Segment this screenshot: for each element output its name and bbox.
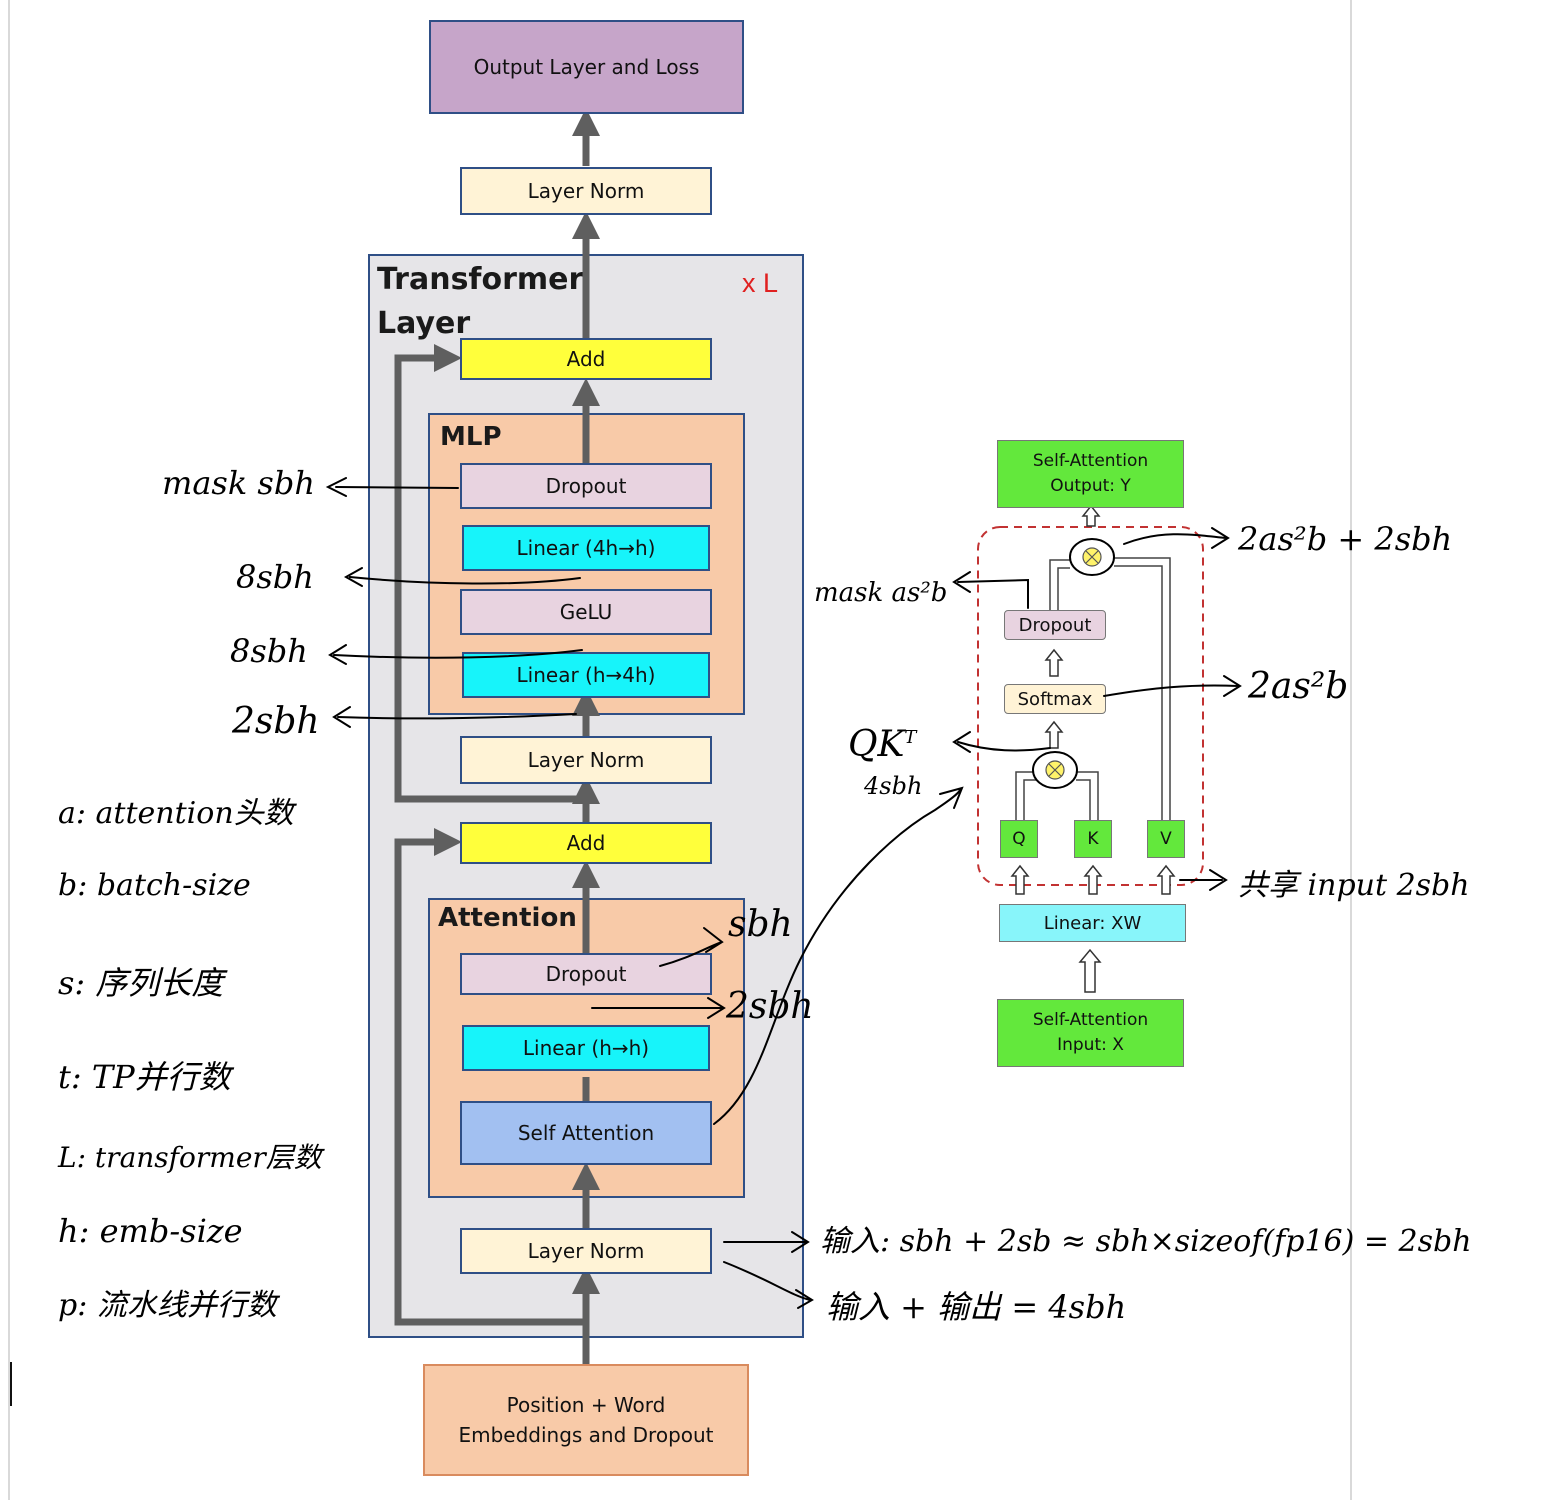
transformer-layer-title: Transformer Layer <box>377 262 584 341</box>
layer-norm-top: Layer Norm <box>460 167 712 215</box>
hollow-arrow-linear-xw <box>1078 948 1102 993</box>
stroke-shared <box>1179 869 1228 891</box>
legend-t: t: TP并行数 <box>58 1058 231 1096</box>
stroke-attn-2sbh <box>591 997 726 1019</box>
residual-top <box>394 344 586 803</box>
stroke-mask-sbh <box>325 477 459 497</box>
stroke-mask-as2b <box>952 571 1029 609</box>
note-input-eq: 输入: sbh + 2sb ≈ sbh×sizeof(fp16) = 2sbh <box>820 1224 1472 1259</box>
stroke-out-eq <box>1123 527 1230 549</box>
note-mask-sbh: mask sbh <box>162 464 315 502</box>
stroke-8sbh-b <box>328 644 583 665</box>
side-v-box: V <box>1147 820 1185 858</box>
hollow-arrow-softmax <box>1044 720 1064 749</box>
note-attn-sbh: sbh <box>728 904 793 945</box>
side-k-box: K <box>1074 820 1112 858</box>
stroke-attn-sbh <box>659 927 724 967</box>
output-layer-box: Output Layer and Loss <box>429 20 744 114</box>
pipe-q <box>1015 771 1036 820</box>
attention-title: Attention <box>438 903 577 933</box>
linear-h-to-h: Linear (h→h) <box>462 1025 710 1071</box>
note-mask-as2b: mask as²b <box>814 578 948 608</box>
residual-bottom <box>394 828 586 1326</box>
gelu-box: GeLU <box>460 589 712 635</box>
note-shared-input: 共享 input 2sbh <box>1238 868 1470 903</box>
side-softmax-box: Softmax <box>1004 684 1106 714</box>
stroke-selfattn-qkt <box>713 786 964 1125</box>
stroke-input <box>723 1231 810 1253</box>
legend-h: h: emb-size <box>58 1212 243 1250</box>
pipe-dropout <box>1049 559 1070 610</box>
side-output-box: Self-Attention Output: Y <box>997 440 1184 508</box>
note-out-eq: 2as²b + 2sbh <box>1238 520 1453 558</box>
note-qkt: QKT <box>848 724 917 765</box>
note-io-eq: 输入 + 输出 = 4sbh <box>826 1288 1127 1326</box>
self-attention-box: Self Attention <box>460 1101 712 1165</box>
side-q-box: Q <box>1000 820 1038 858</box>
mlp-dropout: Dropout <box>460 463 712 509</box>
note-attn-2sbh: 2sbh <box>726 986 814 1027</box>
linear-h-to-4h: Linear (h→4h) <box>462 652 710 698</box>
add-top: Add <box>460 338 712 380</box>
hollow-arrow-q <box>1010 864 1030 895</box>
hollow-arrow-output <box>1081 504 1101 527</box>
legend-p: p: 流水线并行数 <box>58 1288 277 1323</box>
layer-norm-mid: Layer Norm <box>460 736 712 784</box>
text-cursor <box>10 1362 12 1406</box>
mlp-title: MLP <box>440 422 502 452</box>
hollow-arrow-v <box>1156 864 1176 895</box>
layer-norm-bottom: Layer Norm <box>460 1228 712 1274</box>
page-left-border <box>8 0 10 1500</box>
note-2sbh: 2sbh <box>232 701 320 742</box>
stroke-8sbh-a <box>343 567 581 587</box>
shared-region-dashed <box>977 526 1204 886</box>
side-linear-box: Linear: XW <box>999 904 1186 942</box>
legend-s: s: 序列长度 <box>58 964 224 1002</box>
add-bottom: Add <box>460 822 712 864</box>
pipe-k <box>1076 771 1099 820</box>
embeddings-box: Position + Word Embeddings and Dropout <box>423 1364 749 1476</box>
stroke-2sbh <box>332 706 577 728</box>
legend-L: L: transformer层数 <box>58 1141 322 1174</box>
side-dropout-box: Dropout <box>1004 610 1106 640</box>
note-softmax-eq: 2as²b <box>1248 666 1349 707</box>
hollow-arrow-k <box>1083 864 1103 895</box>
linear-4h-to-h: Linear (4h→h) <box>462 525 710 571</box>
stroke-io <box>723 1261 814 1309</box>
stroke-qkt <box>952 731 1051 753</box>
pipe-v <box>1114 557 1171 820</box>
note-qkt-size: 4sbh <box>864 772 923 800</box>
stroke-softmax-eq <box>1103 675 1242 697</box>
legend-b: b: batch-size <box>58 868 251 903</box>
repeat-label: x L <box>742 268 779 298</box>
note-8sbh-a: 8sbh <box>236 558 314 596</box>
attention-dropout: Dropout <box>460 953 712 995</box>
legend-a: a: attention头数 <box>58 796 294 831</box>
hollow-arrow-dropout <box>1044 648 1064 677</box>
side-input-box: Self-Attention Input: X <box>997 999 1184 1067</box>
note-8sbh-b: 8sbh <box>230 632 308 670</box>
page-right-border <box>1350 0 1352 1500</box>
